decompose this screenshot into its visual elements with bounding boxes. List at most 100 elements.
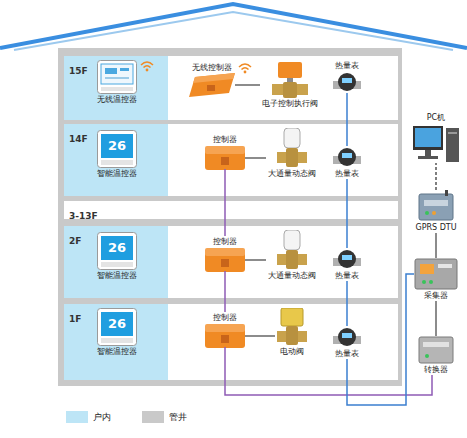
- thermostat-node: 智能温控器: [95, 232, 139, 281]
- connector-line: [346, 281, 348, 326]
- device-label: 大通量动态阀: [266, 270, 318, 281]
- heat-meter-node: 热量表: [333, 248, 361, 281]
- icon-space: [266, 230, 318, 270]
- converter-node: 转换器: [418, 336, 454, 375]
- device-label: 热量表: [333, 348, 361, 359]
- floor-band: [64, 226, 398, 298]
- connector-line: [346, 93, 348, 146]
- legend-item: 户内: [66, 411, 111, 423]
- wifi-symbol: [141, 62, 153, 71]
- electric-valve: [277, 308, 307, 345]
- device-label: 热量表: [333, 168, 361, 179]
- connector-line: [347, 274, 414, 405]
- icon-space: [205, 323, 245, 347]
- floor-label: 15F: [69, 66, 88, 77]
- device-label: 控制器: [205, 236, 245, 247]
- legend-swatch: [142, 411, 164, 423]
- connector-line: [435, 163, 437, 190]
- dynamic-valve: [277, 230, 307, 269]
- gprs-dtu: [419, 190, 453, 220]
- device-label: 电动阀: [275, 346, 309, 357]
- icon-space: [189, 73, 235, 97]
- device-label: 控制器: [205, 312, 245, 323]
- floor-band: 15F 无线温控器 无线控制器电子控制执行阀 热量表: [64, 56, 398, 120]
- pc-node: PC机: [413, 112, 459, 163]
- floor-label: 1F: [69, 314, 81, 325]
- device-label: 智能温控器: [95, 270, 139, 281]
- connector-line: [245, 335, 275, 337]
- floor-band: [64, 124, 398, 196]
- icon-space: [418, 336, 454, 364]
- floor-band: 3-13F: [64, 201, 398, 219]
- valve-node: 大通量动态阀: [266, 128, 318, 179]
- device-label: 转换器: [418, 364, 454, 375]
- floor-band: [64, 304, 398, 380]
- heat-meter: [333, 250, 361, 268]
- heat-meter-node: 热量表: [333, 60, 361, 93]
- electronic-valve: [272, 62, 308, 98]
- connector-line: [245, 157, 266, 159]
- device-label: 智能温控器: [95, 168, 139, 179]
- indoor-area: [64, 124, 168, 196]
- connector-line: [245, 259, 266, 261]
- smart-thermostat: [98, 233, 137, 270]
- icon-space: [333, 326, 361, 348]
- controller: [205, 146, 245, 170]
- valve-node: 电子控制执行阀: [260, 62, 320, 109]
- controller-node: 无线控制器: [189, 62, 235, 97]
- floor-label: 3-13F: [69, 211, 98, 222]
- heat-meter: [333, 148, 361, 166]
- thermostat-node: 无线温控器: [95, 60, 139, 105]
- connector-line: [224, 271, 226, 312]
- device-label: 智能温控器: [95, 346, 139, 357]
- thermostat-node: 智能温控器: [95, 308, 139, 357]
- indoor-area: [64, 226, 168, 298]
- valve-node: 大通量动态阀: [266, 230, 318, 281]
- icon-space: [333, 146, 361, 168]
- floor-band: 14F智能温控器控制器大通量动态阀热量表: [64, 124, 398, 196]
- wireless-thermostat: [98, 61, 137, 94]
- icon-space: [414, 258, 458, 290]
- dtu-node: GPRS DTU: [413, 190, 459, 233]
- floor-label: 2F: [69, 236, 81, 247]
- icon-space: [413, 123, 459, 163]
- display-reading: 26: [101, 138, 133, 153]
- display-reading: 26: [101, 316, 133, 331]
- valve-node: 电动阀: [275, 308, 309, 357]
- heat-meter: [333, 328, 361, 346]
- device-label: PC机: [413, 112, 459, 123]
- wireless-controller: [189, 73, 235, 97]
- heat-meter: [333, 73, 361, 91]
- floor-band: 2F 智能温控器 控制器大通量动态阀 热量表: [64, 226, 398, 298]
- icon-space: [95, 60, 139, 94]
- device-label: 采集器: [414, 290, 458, 301]
- smart-thermostat: [98, 309, 137, 346]
- floor-band: 1F 智能温控器 控制器电动阀 热量表: [64, 304, 398, 380]
- icon-space: [333, 71, 361, 93]
- icon-space: [205, 247, 245, 271]
- controller-node: 控制器: [205, 236, 245, 271]
- connector-line: [435, 301, 437, 336]
- indoor-area: [64, 56, 168, 120]
- collector-node: 采集器: [414, 258, 458, 301]
- icon-space: [266, 128, 318, 168]
- device-label: 电子控制执行阀: [260, 98, 320, 109]
- building-frame: [58, 48, 402, 386]
- connector-line: [346, 179, 348, 248]
- indoor-area: [64, 304, 168, 380]
- legend-text: 户内: [93, 411, 111, 423]
- floor-label: 14F: [69, 134, 88, 145]
- device-label: 大通量动态阀: [266, 168, 318, 179]
- thermostat-node: 智能温控器: [95, 130, 139, 179]
- roof-line: [0, 4, 467, 48]
- controller: [205, 248, 245, 272]
- floor-band: [64, 56, 398, 120]
- icon-space: [333, 248, 361, 270]
- dynamic-valve: [277, 128, 307, 167]
- collector: [415, 259, 457, 289]
- legend-text: 管井: [169, 411, 187, 423]
- icon-space: [205, 145, 245, 169]
- smart-thermostat: [98, 131, 137, 168]
- legend-swatch: [66, 411, 88, 423]
